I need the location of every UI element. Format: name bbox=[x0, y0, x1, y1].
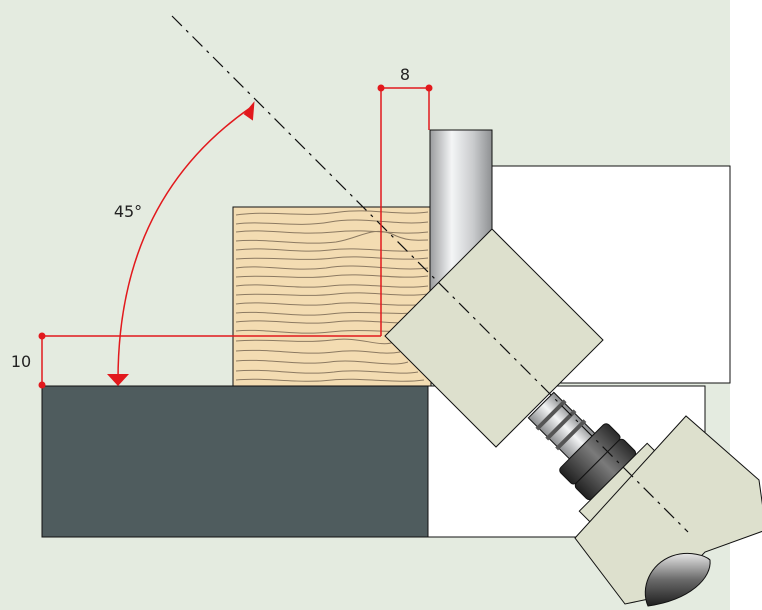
wood-workpiece bbox=[232, 206, 432, 387]
dim-dot bbox=[38, 381, 46, 389]
dimension-markers bbox=[38, 84, 433, 389]
dim-dot bbox=[38, 332, 46, 340]
centerline bbox=[171, 15, 689, 533]
shaft-ring-2 bbox=[545, 409, 577, 441]
width-dimension-label: 8 bbox=[400, 65, 410, 84]
dim-dot bbox=[425, 84, 433, 92]
shaft-ring-3 bbox=[555, 419, 587, 451]
dim-dot bbox=[377, 84, 385, 92]
shaft-ring-1 bbox=[535, 399, 567, 431]
angle-arrow-top bbox=[243, 101, 255, 121]
angle-arrow-bottom bbox=[107, 374, 129, 386]
dimension-lines bbox=[41, 87, 430, 385]
machine-table bbox=[41, 385, 429, 538]
spindle-assembly bbox=[527, 391, 660, 524]
angle-dimension-label: 45° bbox=[114, 202, 142, 221]
angle-arc bbox=[117, 107, 251, 381]
height-dimension-label: 10 bbox=[11, 352, 31, 371]
tilted-router-motor bbox=[574, 415, 762, 607]
motor-opening bbox=[644, 553, 711, 607]
wood-grain bbox=[235, 210, 429, 382]
